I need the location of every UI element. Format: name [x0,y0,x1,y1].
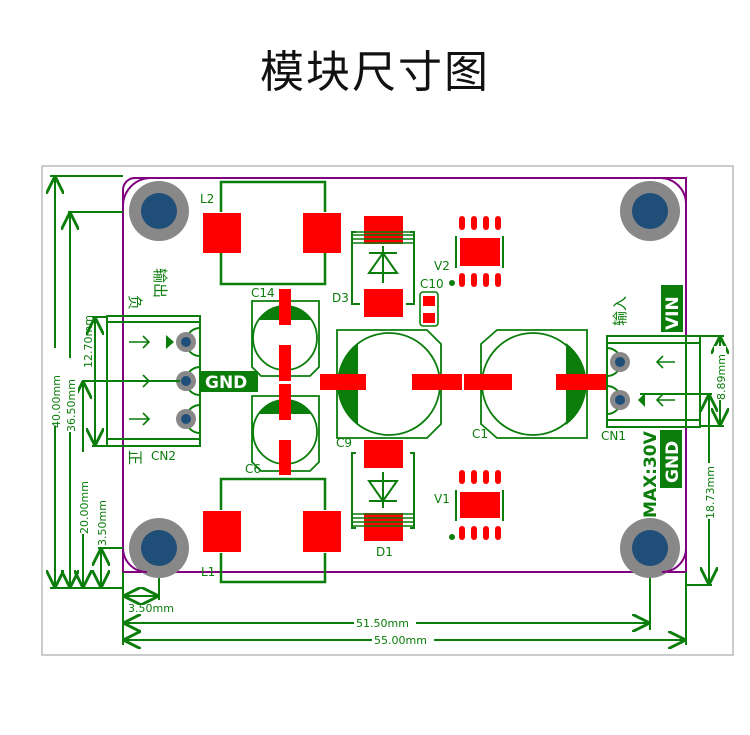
gnd-output-badge [201,371,258,392]
capacitor-c1 [464,329,606,439]
capacitor-c6 [251,384,320,475]
diode-d1 [351,440,415,541]
label-v2: V2 [434,259,450,273]
ic-v2 [449,216,504,287]
label-cn1: CN1 [601,429,626,443]
cn1-arrows [655,355,675,407]
positive-label: 正 [126,450,144,465]
gnd-input-label: GND [663,441,683,483]
label-d1: D1 [376,545,393,559]
gnd-output-label: GND [205,373,247,393]
dim-hole-offset-v: 3.50mm [96,500,109,546]
capacitor-c9 [320,329,462,439]
l1-pad-right [303,511,341,552]
label-c6: C6 [245,462,261,476]
drawing-frame [41,165,734,656]
output-label: 输出 [151,268,169,298]
mounting-hole-bottom-right [620,518,680,578]
negative-label: 负 [126,295,144,310]
dim-cn2-span: 12.70mm [82,315,95,368]
label-l1: L1 [201,565,215,579]
label-c9: C9 [336,436,352,450]
capacitor-c14 [251,289,320,381]
gnd-input-badge [660,430,682,488]
dim-cn1-height: 18.73mm [704,466,717,519]
dim-total-width: 55.00mm [374,634,427,647]
dim-total-height: 40.00mm [50,375,63,428]
vin-badge [661,285,683,332]
label-cn2: CN2 [151,449,176,463]
page-title: 模块尺寸图 [260,47,490,98]
input-label: 输入 [611,296,629,326]
mounting-hole-bottom-left [129,518,189,578]
label-c14: C14 [251,286,275,300]
inductor-l1 [219,477,327,584]
mounting-hole-top-right [620,181,680,241]
label-d3: D3 [332,291,349,305]
ic-v1 [449,470,504,540]
label-l2: L2 [200,192,214,206]
dim-hole-to-hole-h: 51.50mm [356,617,409,630]
label-c10: C10 [420,277,444,291]
label-v1: V1 [434,492,450,506]
l1-pad-left [203,511,241,552]
l2-pad-right [303,213,341,253]
dim-hole-to-hole-v: 36.50mm [65,379,78,432]
label-c1: C1 [472,427,488,441]
dim-gnd-height: 20.00mm [78,481,91,534]
diode-d3 [351,216,415,317]
dim-hole-offset-h: 3.50mm [128,602,174,615]
board-outline [122,177,687,573]
connector-cn1 [606,335,701,428]
capacitor-c10 [419,291,439,327]
max-voltage-label: MAX:30V [641,430,661,518]
cn1-pins [610,352,645,410]
vin-label: VIN [663,296,683,330]
cn2-pins [166,332,196,429]
dim-cn1-pitch: 8.89mm [715,354,728,400]
l2-pad-left [203,213,241,253]
mounting-hole-top-left [129,181,189,241]
inductor-l2 [219,180,327,286]
